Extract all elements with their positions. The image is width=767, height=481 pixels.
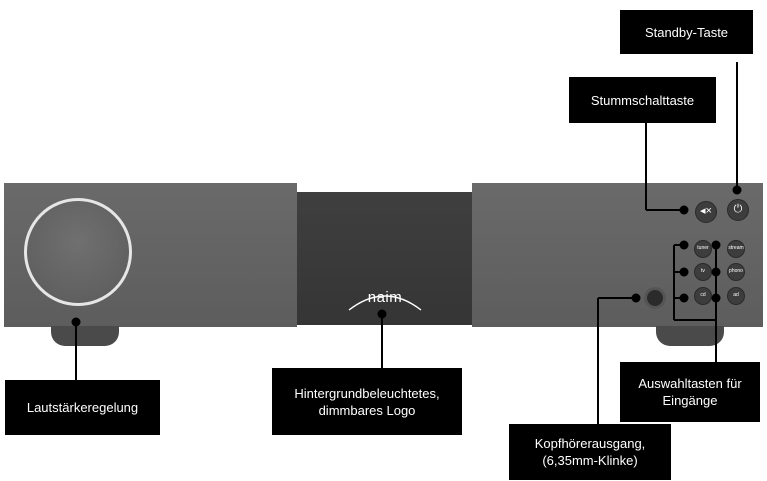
input-button-ad[interactable]: ad <box>727 287 745 305</box>
input-button-phono[interactable]: phono <box>727 263 745 281</box>
logo-display-panel <box>297 192 472 325</box>
callout-volume: Lautstärkeregelung <box>5 380 160 435</box>
input-button-cd[interactable]: cd <box>694 287 712 305</box>
callout-mute: Stummschalttaste <box>569 77 716 123</box>
volume-knob[interactable] <box>24 198 132 306</box>
device-foot-right <box>656 326 724 346</box>
speaker-mute-icon: ◂× <box>700 205 712 217</box>
callout-standby: Standby-Taste <box>620 10 753 54</box>
input-button-stream[interactable]: stream <box>727 240 745 258</box>
device-foot-left <box>51 326 119 346</box>
standby-button[interactable]: ⏻ <box>727 199 749 221</box>
mute-button[interactable]: ◂× <box>695 201 717 223</box>
input-button-tuner[interactable]: tuner <box>694 240 712 258</box>
callout-headphone: Kopfhörerausgang, (6,35mm-Klinke) <box>509 424 671 480</box>
callout-inputs: Auswahltasten für Eingänge <box>620 362 760 422</box>
naim-logo-arc <box>348 295 422 311</box>
naim-logo: naim <box>367 289 403 306</box>
callout-logo: Hintergrundbeleuchtetes, dimmbares Logo <box>272 368 462 435</box>
headphone-jack[interactable] <box>644 287 666 309</box>
power-icon: ⏻ <box>733 203 743 215</box>
